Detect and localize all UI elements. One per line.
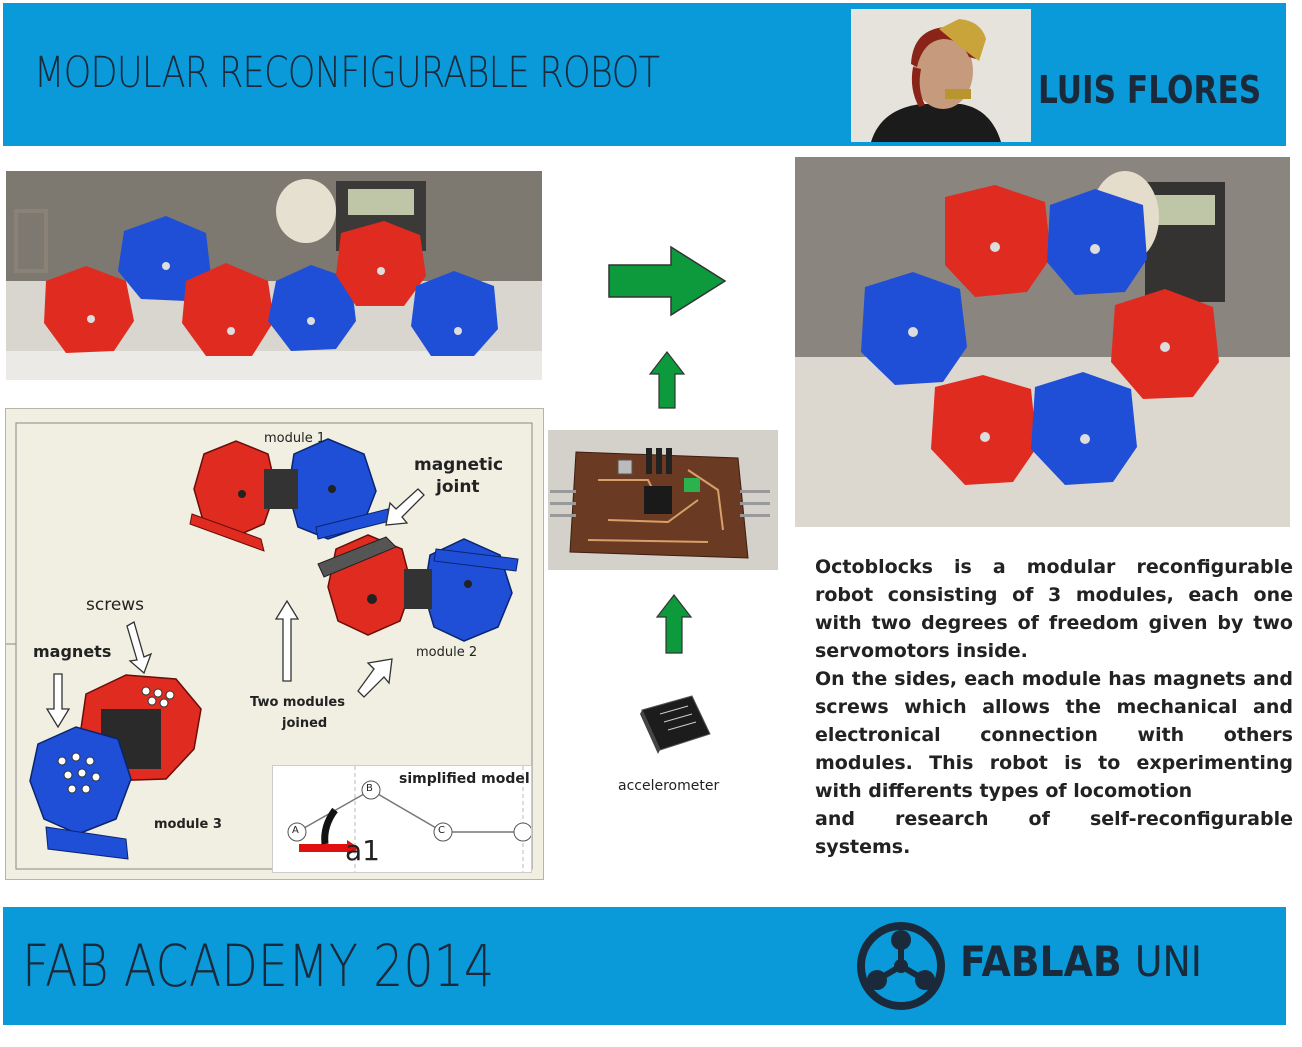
label-magnets: magnets [33, 642, 112, 661]
project-description: Octoblocks is a modular reconfigurable r… [815, 553, 1293, 861]
label-module-1: module 1 [264, 431, 326, 446]
fablab-logo-icon [857, 922, 945, 1010]
footer-banner [3, 907, 1286, 1025]
robot-chain-photo [6, 171, 542, 380]
cad-diagram-panel: module 1 magnetic joint screws magnets m… [5, 408, 544, 880]
fablab-name: FABLAB UNI [960, 937, 1202, 986]
accelerometer-chip-photo [602, 668, 762, 778]
simplified-model-inset: A B C simplified model a1 [272, 765, 532, 873]
label-module-3: module 3 [154, 817, 222, 832]
robot-stack-photo [795, 157, 1290, 527]
arrow-up-icon [655, 594, 693, 654]
node-b-label: B [366, 783, 373, 794]
pcb-board-photo [548, 430, 778, 570]
simplified-model-title: simplified model [399, 771, 530, 787]
angle-label: a1 [345, 834, 380, 867]
event-title: FAB ACADEMY 2014 [22, 932, 495, 1000]
arrow-right-icon [608, 245, 727, 317]
arrow-up-icon [648, 351, 686, 409]
accelerometer-label: accelerometer [618, 778, 720, 794]
fablab-name-thin: UNI [1134, 937, 1202, 986]
node-c-label: C [438, 825, 445, 836]
description-paragraph-2: On the sides, each module has magnets an… [815, 668, 1293, 802]
label-screws: screws [86, 595, 145, 615]
label-magnetic: magnetic [414, 455, 504, 475]
poster-title: MODULAR RECONFIGURABLE ROBOT [34, 48, 660, 98]
author-portrait [851, 9, 1031, 142]
label-module-2: module 2 [416, 645, 478, 660]
label-two-modules: Two modules [250, 695, 345, 710]
node-a-label: A [292, 825, 299, 836]
author-name: LUIS FLORES [1038, 68, 1262, 112]
label-joint: joint [436, 477, 480, 497]
fablab-name-bold: FABLAB [960, 937, 1122, 986]
label-joined: joined [282, 716, 328, 731]
header-banner [3, 3, 1286, 146]
description-paragraph-1: Octoblocks is a modular reconfigurable r… [815, 556, 1293, 662]
description-paragraph-3: and research of self-reconfigurable syst… [815, 808, 1293, 858]
